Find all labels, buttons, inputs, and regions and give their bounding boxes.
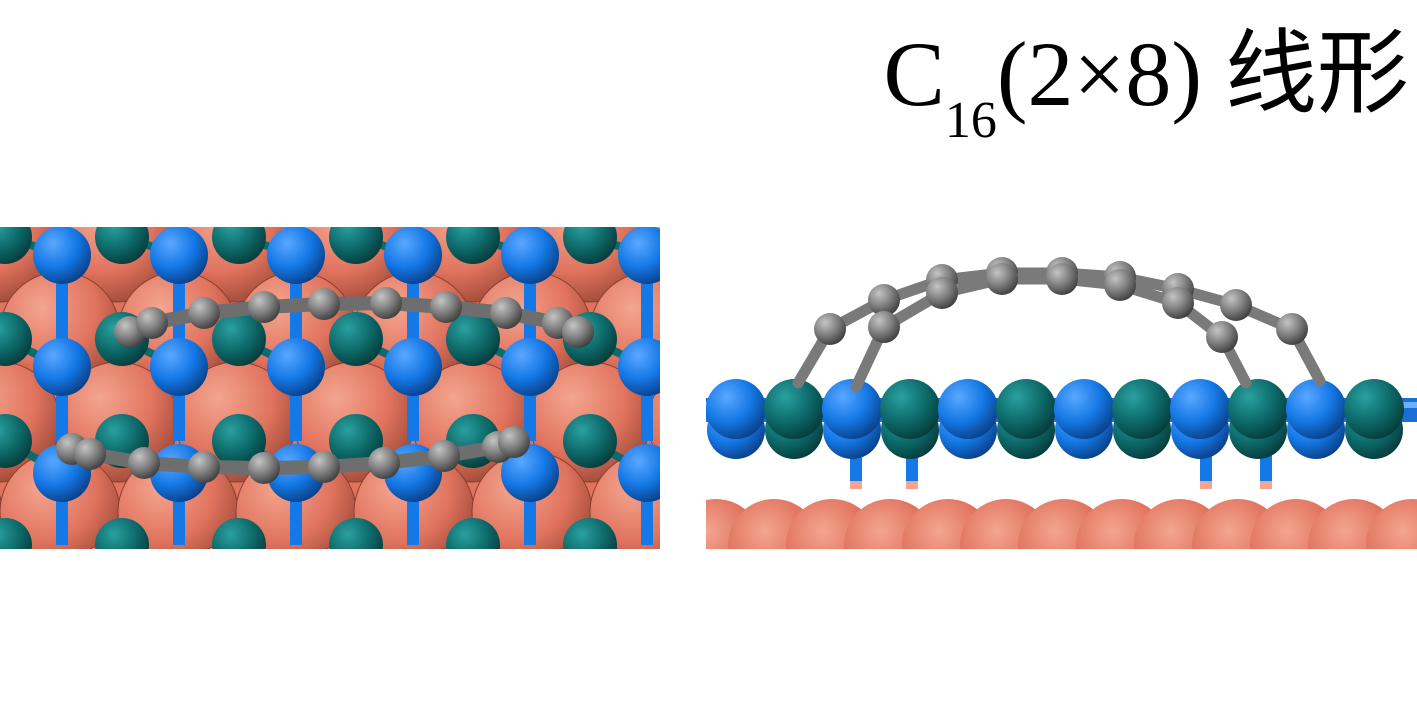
nitrogen-atom [501, 227, 559, 284]
carbon-atom [430, 291, 462, 323]
carbon-atom [428, 440, 460, 472]
carbon-atom [368, 447, 400, 479]
figure-title: C16(2×8) 线形 [883, 28, 1409, 147]
bond-contact [1200, 481, 1212, 489]
carbon-atom [248, 452, 280, 484]
boron-atom [95, 518, 149, 549]
carbon-atom [1220, 289, 1252, 321]
nitrogen-atom [618, 444, 660, 502]
boron-atom [1344, 379, 1404, 439]
carbon-atom [1206, 321, 1238, 353]
nitrogen-atom [822, 379, 882, 439]
nitrogen-atom [33, 227, 91, 284]
boron-atom [563, 227, 617, 264]
nitrogen-atom [384, 338, 442, 396]
boron-atom [212, 312, 266, 366]
carbon-atom [370, 287, 402, 319]
boron-atom [0, 518, 32, 549]
boron-atom [329, 518, 383, 549]
boron-atom [0, 312, 32, 366]
boron-atom [329, 414, 383, 468]
title-label: 线形 [1224, 23, 1409, 125]
nitrogen-atom [618, 227, 660, 284]
nitrogen-atom [1170, 379, 1230, 439]
boron-atom [996, 379, 1056, 439]
carbon-atom [1046, 263, 1078, 295]
nitrogen-atom [706, 379, 766, 439]
carbon-atom [248, 291, 280, 323]
carbon-atom [136, 307, 168, 339]
bond-contact [906, 481, 918, 489]
boron-atom [0, 414, 32, 468]
carbon-atom [188, 297, 220, 329]
carbon-atom [308, 451, 340, 483]
carbon-atom [926, 277, 958, 309]
boron-atom [446, 518, 500, 549]
carbon-atom [1162, 287, 1194, 319]
carbon-atom [188, 451, 220, 483]
carbon-atom [490, 297, 522, 329]
nitrogen-atom [267, 338, 325, 396]
boron-atom [1112, 379, 1172, 439]
boron-atom [563, 414, 617, 468]
carbon-atom [868, 284, 900, 316]
top-view-structure [0, 227, 660, 549]
side-view-panel [706, 255, 1417, 549]
boron-atom [329, 227, 383, 264]
boron-atom [446, 227, 500, 264]
nitrogen-atom [33, 338, 91, 396]
nitrogen-atom [501, 338, 559, 396]
boron-atom [880, 379, 940, 439]
carbon-atom [74, 438, 106, 470]
boron-atom [212, 227, 266, 264]
nitrogen-atom [618, 338, 660, 396]
nitrogen-atom [1054, 379, 1114, 439]
title-element: C [883, 23, 945, 125]
bond-contact [850, 481, 862, 489]
carbon-atom [1104, 269, 1136, 301]
carbon-atom [986, 263, 1018, 295]
carbon-atom [308, 288, 340, 320]
top-view-panel [0, 227, 660, 549]
boron-atom [212, 518, 266, 549]
boron-atom [446, 312, 500, 366]
carbon-atom [1276, 313, 1308, 345]
nitrogen-atom [150, 227, 208, 284]
nitrogen-atom [384, 227, 442, 284]
title-cell: (2×8) [996, 23, 1202, 125]
boron-atom [0, 227, 32, 264]
boron-atom [764, 379, 824, 439]
bond-contact [1260, 481, 1272, 489]
carbon-atom [498, 426, 530, 458]
boron-atom [95, 227, 149, 264]
upper-carbon-chain-bonds [123, 296, 585, 339]
nitrogen-atom [150, 338, 208, 396]
nitrogen-atom [267, 227, 325, 284]
carbon-atom [128, 447, 160, 479]
boron-atom [329, 312, 383, 366]
nitrogen-atom [1286, 379, 1346, 439]
nitrogen-atom [501, 444, 559, 502]
nitrogen-atom [938, 379, 998, 439]
carbon-atom [868, 311, 900, 343]
substrate-atom [1366, 499, 1417, 549]
lower-carbon-chain-bonds [65, 435, 521, 475]
boron-atom [212, 414, 266, 468]
carbon-atom [814, 313, 846, 345]
side-view-structure [706, 257, 1417, 549]
boron-atom [563, 518, 617, 549]
title-subscript: 16 [944, 92, 997, 149]
carbon-atom [562, 316, 594, 348]
boron-atom [1228, 379, 1288, 439]
